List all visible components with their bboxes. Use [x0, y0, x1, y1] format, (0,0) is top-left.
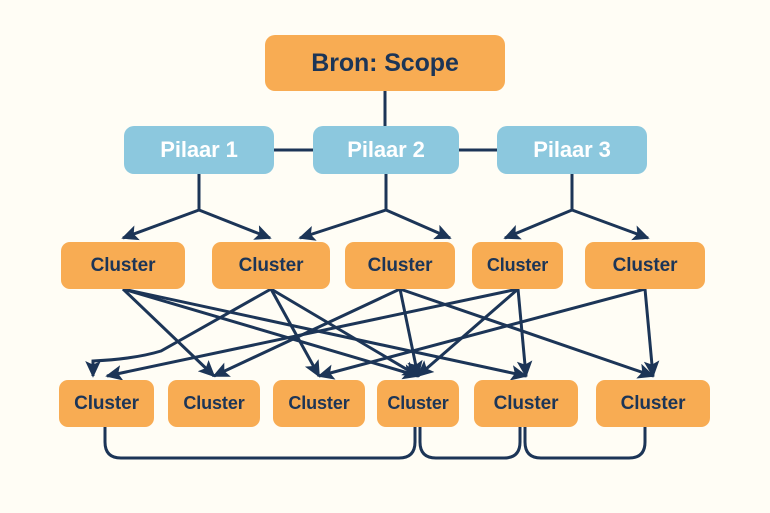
cluster-lower-node-6[interactable]: Cluster — [596, 380, 710, 427]
edge-cross-7 — [398, 288, 423, 378]
cluster-upper-node-5[interactable]: Cluster — [585, 242, 705, 289]
arrow-edges — [85, 208, 660, 381]
edge-pillar3-to-cluster-1 — [503, 208, 573, 240]
edge-cross-5 — [270, 287, 420, 378]
edge-cross-13 — [643, 288, 660, 378]
cluster-upper-node-4[interactable]: Cluster — [472, 242, 563, 289]
pillar-node-3[interactable]: Pilaar 3 — [497, 126, 647, 174]
pillar-node-2[interactable]: Pilaar 2 — [313, 126, 459, 174]
edge-cross-hook — [85, 287, 272, 378]
edge-pillar3-to-cluster-2 — [571, 208, 650, 241]
edge-cross-1 — [121, 287, 216, 378]
source-node[interactable]: Bron: Scope — [265, 35, 505, 91]
edge-cross-4 — [269, 288, 321, 378]
cluster-lower-node-1[interactable]: Cluster — [59, 380, 154, 427]
cluster-upper-node-2[interactable]: Cluster — [212, 242, 330, 289]
pillar-node-1[interactable]: Pilaar 1 — [124, 126, 274, 174]
edge-cross-2 — [122, 287, 420, 380]
cluster-upper-node-1[interactable]: Cluster — [61, 242, 185, 289]
bottom-bracket-1 — [103, 425, 417, 460]
bottom-bracket-2 — [418, 425, 522, 460]
edge-pillar1-to-cluster-2 — [198, 208, 272, 240]
edge-cross-8 — [399, 287, 655, 379]
edge-cross-12 — [317, 287, 646, 380]
cluster-lower-node-2[interactable]: Cluster — [168, 380, 260, 427]
edge-pillar2-to-cluster-2 — [385, 208, 452, 240]
cluster-lower-node-3[interactable]: Cluster — [273, 380, 365, 427]
edge-cross-3 — [122, 287, 528, 381]
edge-cross-10 — [416, 287, 519, 378]
cluster-upper-node-3[interactable]: Cluster — [345, 242, 455, 289]
edge-cross-9 — [105, 287, 519, 381]
cluster-lower-node-5[interactable]: Cluster — [474, 380, 578, 427]
edge-pillar1-to-cluster-1 — [121, 208, 200, 241]
cluster-lower-node-4[interactable]: Cluster — [377, 380, 459, 427]
edge-pillar2-to-cluster-1 — [298, 208, 387, 241]
bracket-edges — [103, 425, 647, 460]
bottom-bracket-3 — [523, 425, 647, 460]
edge-cross-11 — [516, 288, 533, 378]
edge-cross-6 — [212, 287, 401, 378]
